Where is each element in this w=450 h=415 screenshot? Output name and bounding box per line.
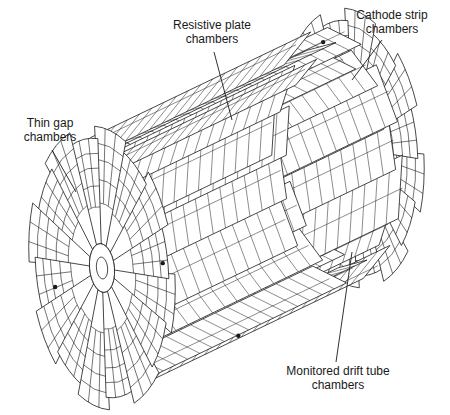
- panel-line: [108, 163, 120, 171]
- callout-label: Resistive plate chambers: [160, 18, 264, 46]
- panel-line: [380, 58, 390, 75]
- panel-line: [132, 260, 133, 273]
- panel-line: [139, 303, 143, 318]
- panel-line: [103, 129, 105, 204]
- panel-line: [90, 185, 99, 186]
- panel-line: [88, 138, 95, 206]
- panel-line: [105, 349, 114, 350]
- marker-dot: [321, 40, 325, 44]
- panel-line: [65, 314, 84, 365]
- panel-line: [41, 297, 74, 331]
- panel-line: [51, 301, 57, 323]
- panel-line: [153, 205, 160, 230]
- panel-line: [123, 203, 130, 215]
- panel-line: [119, 171, 138, 222]
- leader-line: [352, 40, 382, 80]
- panel-line: [395, 94, 401, 115]
- panel-line: [109, 147, 123, 157]
- panel-line: [84, 365, 96, 373]
- marker-dot: [53, 285, 57, 289]
- panel-line: [130, 377, 142, 388]
- panel-line: [104, 328, 111, 329]
- leader-lines: [52, 40, 382, 362]
- marker-dot: [236, 334, 240, 338]
- panel-line: [50, 260, 52, 282]
- panel-line: [105, 367, 116, 369]
- panel-line: [70, 263, 71, 276]
- panel-line: [36, 272, 71, 276]
- panel-line: [44, 306, 51, 331]
- panel-line: [57, 191, 63, 207]
- beam-pipe-ring: [96, 257, 107, 279]
- panel-line: [130, 294, 133, 305]
- muon-spectrometer-drawing: [29, 8, 425, 410]
- panel-line: [88, 330, 95, 402]
- panel-line: [146, 338, 153, 356]
- panel-line: [159, 253, 161, 278]
- panel-line: [141, 329, 147, 345]
- panel-line: [30, 222, 69, 247]
- panel-line: [358, 45, 370, 53]
- panel-line: [147, 310, 151, 329]
- panel-line: [74, 321, 81, 333]
- panel-line: [87, 347, 97, 354]
- panel-line: [99, 332, 101, 407]
- callout-label: Cathode strip chambers: [340, 8, 444, 36]
- panel-line: [136, 280, 175, 294]
- panel-line: [108, 329, 115, 397]
- panel-line: [81, 380, 95, 390]
- front-endcap-wheel: [29, 126, 176, 410]
- panel-line: [127, 188, 136, 203]
- callout-label: Monitored drift tube chambers: [262, 364, 414, 392]
- panel-line: [128, 309, 158, 354]
- panel-line: [91, 326, 98, 331]
- panel-line: [146, 213, 152, 235]
- panel-line: [130, 206, 163, 240]
- panel-line: [46, 218, 49, 240]
- panel-line: [63, 342, 73, 359]
- panel-line: [295, 48, 324, 56]
- callout-label: Thin gap chambers: [8, 116, 92, 144]
- panel-line: [38, 211, 41, 236]
- panel-line: [68, 333, 77, 348]
- panel-line: [29, 242, 68, 256]
- panel-line: [62, 148, 74, 159]
- panel-line: [108, 134, 115, 206]
- panel-line: [402, 86, 409, 110]
- panel-line: [301, 272, 335, 289]
- panel-line: [401, 135, 403, 156]
- panel-line: [134, 318, 139, 331]
- panel-line: [107, 182, 117, 189]
- panel-line: [86, 153, 99, 155]
- panel-line: [408, 133, 410, 157]
- panel-line: [380, 255, 392, 266]
- panel-line: [68, 238, 70, 251]
- leader-line: [214, 52, 232, 120]
- marker-dot: [161, 261, 165, 265]
- panel-line: [131, 177, 141, 194]
- leader-line: [52, 150, 76, 192]
- panel-line: [65, 205, 70, 218]
- panel-line: [106, 205, 113, 210]
- panel-line: [326, 266, 355, 274]
- panel-line: [143, 257, 145, 275]
- panel-line: [43, 258, 45, 283]
- panel-line: [50, 180, 57, 198]
- panel-line: [60, 261, 62, 279]
- leader-line: [336, 252, 352, 362]
- panel-line: [93, 206, 100, 207]
- endcap-sector: [111, 278, 166, 367]
- panel-line: [403, 196, 408, 217]
- panel-line: [88, 168, 99, 170]
- panel-line: [152, 255, 154, 277]
- panel-line: [56, 227, 58, 245]
- panel-line: [106, 381, 119, 383]
- panel-line: [131, 302, 163, 340]
- panel-line: [274, 112, 277, 161]
- endcap-hub: [90, 244, 115, 293]
- panel-line: [154, 317, 159, 338]
